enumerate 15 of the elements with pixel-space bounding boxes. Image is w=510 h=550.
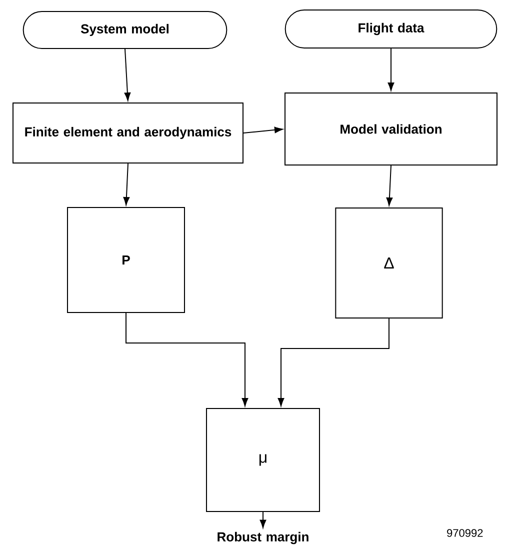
figure-number: 970992 — [447, 529, 483, 537]
process-box: μ — [206, 408, 320, 512]
arrow — [388, 48, 394, 91]
process-box: Finite element and aerodynamics — [12, 102, 244, 164]
arrow — [260, 512, 266, 528]
arrow — [124, 48, 131, 101]
arrow — [123, 163, 130, 206]
arrow — [126, 312, 248, 406]
output-label: Robust margin — [218, 532, 308, 544]
arrow — [386, 165, 393, 206]
process-box: Model validation — [284, 92, 498, 166]
process-box: Δ — [335, 208, 443, 318]
arrow — [243, 126, 283, 134]
arrow — [278, 318, 390, 406]
process-box: P — [67, 207, 185, 313]
